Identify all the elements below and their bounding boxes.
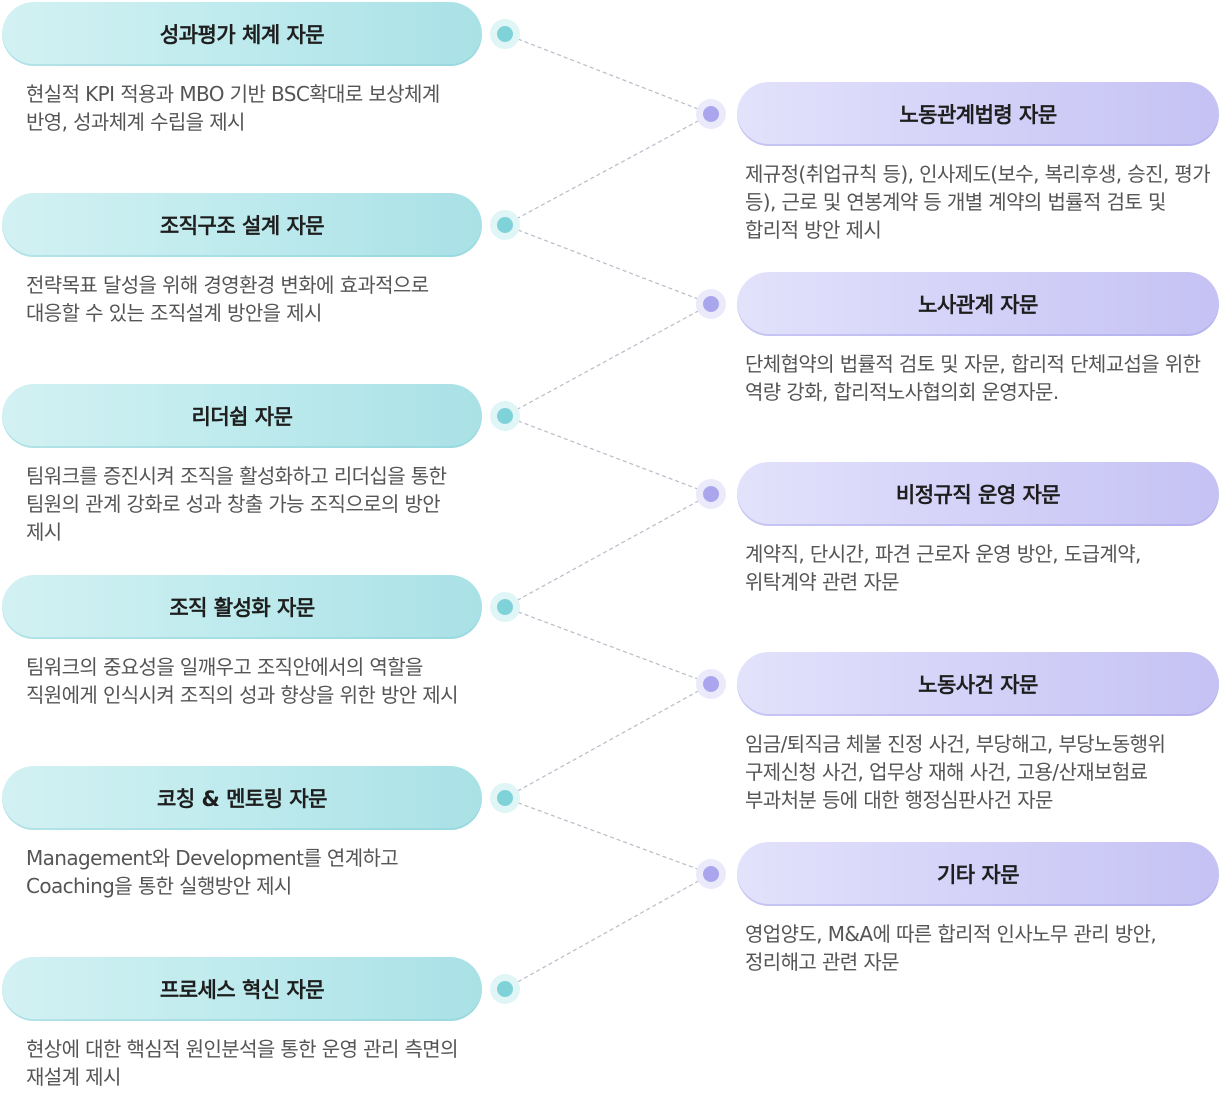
- connector-line: [504, 224, 712, 305]
- left-service-description: 현실적 KPI 적용과 MBO 기반 BSC확대로 보상체계 반영, 성과체계 …: [26, 82, 440, 134]
- left-service-description: Management와 Development를 연계하고 Coaching을 …: [26, 846, 399, 898]
- right-service-title-pill: 노동사건 자문: [737, 652, 1219, 716]
- connector-line: [504, 873, 712, 990]
- right-connector-dot: [696, 289, 726, 319]
- connector-line: [504, 493, 712, 608]
- left-service-description: 전략목표 달성을 위해 경영환경 변화에 효과적으로 대응할 수 있는 조직설계…: [26, 273, 429, 325]
- left-service-description: 팀워크를 증진시켜 조직을 활성화하고 리더십을 통한 팀원의 관계 강화로 성…: [26, 464, 447, 544]
- left-service-description: 팀워크의 중요성을 일깨우고 조직안에서의 역할을 직원에게 인식시켜 조직의 …: [26, 655, 459, 707]
- left-service-title-pill: 조직구조 설계 자문: [2, 193, 482, 257]
- left-connector-dot: [490, 592, 520, 622]
- left-connector-dot: [490, 783, 520, 813]
- connector-line: [504, 33, 712, 115]
- right-service-title-pill: 노사관계 자문: [737, 272, 1219, 336]
- right-service-description: 영업양도, M&A에 따른 합리적 인사노무 관리 방안, 정리해고 관련 자문: [745, 922, 1157, 974]
- right-service-description: 임금/퇴직금 체불 진정 사건, 부당해고, 부당노동행위 구제신청 사건, 업…: [745, 732, 1166, 812]
- connector-line: [504, 606, 712, 685]
- right-service-title-pill: 기타 자문: [737, 842, 1219, 906]
- right-connector-dot: [696, 669, 726, 699]
- left-service-item: 코칭 & 멘토링 자문 Management와 Development를 연계하고…: [2, 766, 482, 900]
- right-service-description: 계약직, 단시간, 파견 근로자 운영 방안, 도급계약, 위탁계약 관련 자문: [745, 542, 1141, 594]
- connector-line: [504, 303, 712, 417]
- right-service-title-pill: 비정규직 운영 자문: [737, 462, 1219, 526]
- right-service-description: 제규정(취업규칙 등), 인사제도(보수, 복리후생, 승진, 평가 등), 근…: [745, 162, 1211, 242]
- connector-line: [504, 683, 712, 799]
- left-connector-dot: [490, 401, 520, 431]
- left-connector-dot: [490, 210, 520, 240]
- left-service-title-pill: 프로세스 혁신 자문: [2, 957, 482, 1021]
- left-service-title-pill: 코칭 & 멘토링 자문: [2, 766, 482, 830]
- right-connector-dot: [696, 99, 726, 129]
- left-service-title-pill: 리더쉽 자문: [2, 384, 482, 448]
- left-service-title-pill: 성과평가 체계 자문: [2, 2, 482, 66]
- connector-line: [504, 415, 712, 495]
- left-connector-dot: [490, 974, 520, 1004]
- right-connector-dot: [696, 859, 726, 889]
- connector-line: [504, 797, 712, 875]
- left-service-description: 현상에 대한 핵심적 원인분석을 통한 운영 관리 측면의 재설계 제시: [26, 1037, 459, 1089]
- right-service-description: 단체협약의 법률적 검토 및 자문, 합리적 단체교섭을 위한 역량 강화, 합…: [745, 352, 1201, 404]
- left-connector-dot: [490, 19, 520, 49]
- right-service-title-pill: 노동관계법령 자문: [737, 82, 1219, 146]
- connector-line: [504, 113, 712, 226]
- left-service-title-pill: 조직 활성화 자문: [2, 575, 482, 639]
- right-connector-dot: [696, 479, 726, 509]
